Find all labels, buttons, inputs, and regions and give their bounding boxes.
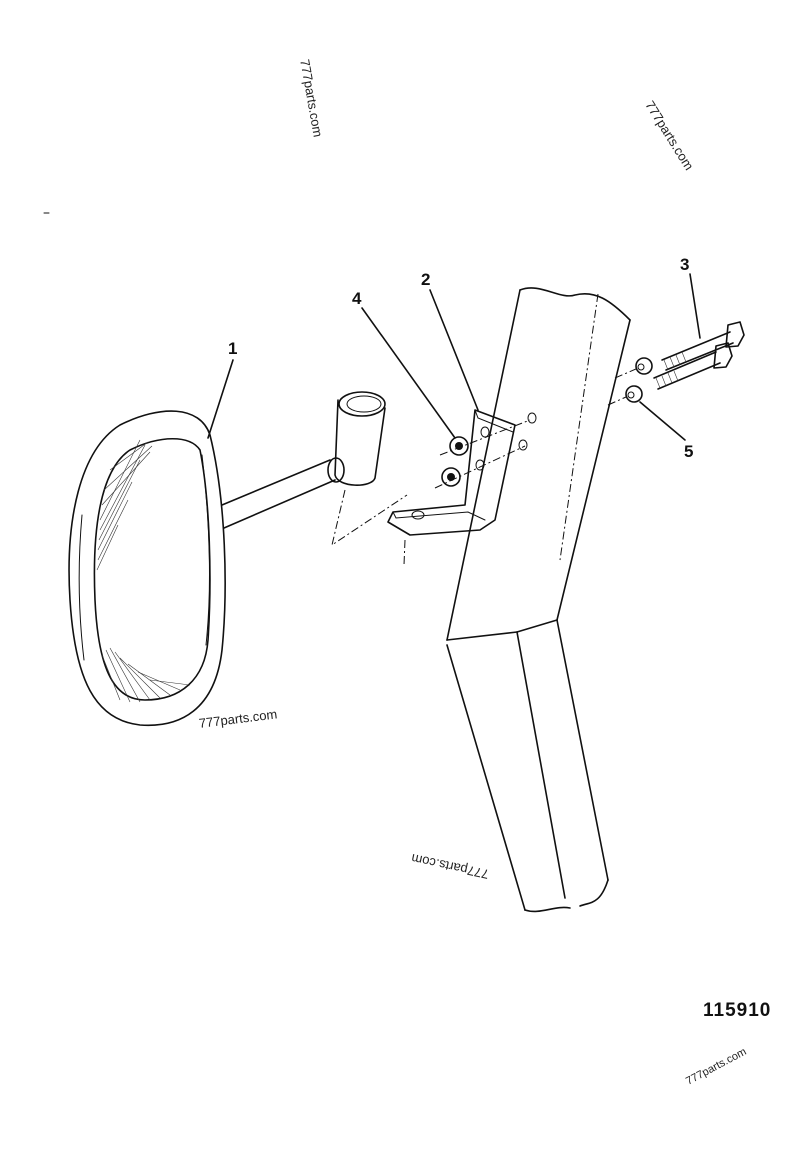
callout-4: 4 — [352, 289, 362, 308]
callout-5: 5 — [684, 442, 694, 461]
mirror-part — [68, 391, 408, 727]
frame-post — [446, 287, 631, 913]
nut-part — [441, 436, 469, 487]
callout-2: 2 — [421, 270, 431, 289]
bracket-part — [387, 409, 537, 536]
callout-1: 1 — [228, 339, 238, 358]
washer-part — [607, 357, 653, 406]
leader-4 — [361, 307, 456, 439]
leader-2 — [429, 289, 479, 411]
drawing-number: 115910 — [703, 1000, 772, 1021]
leader-3 — [689, 273, 701, 339]
leader-5 — [639, 401, 686, 441]
callout-3: 3 — [680, 255, 690, 274]
bolt-part — [653, 321, 745, 390]
leader-1 — [207, 359, 234, 439]
